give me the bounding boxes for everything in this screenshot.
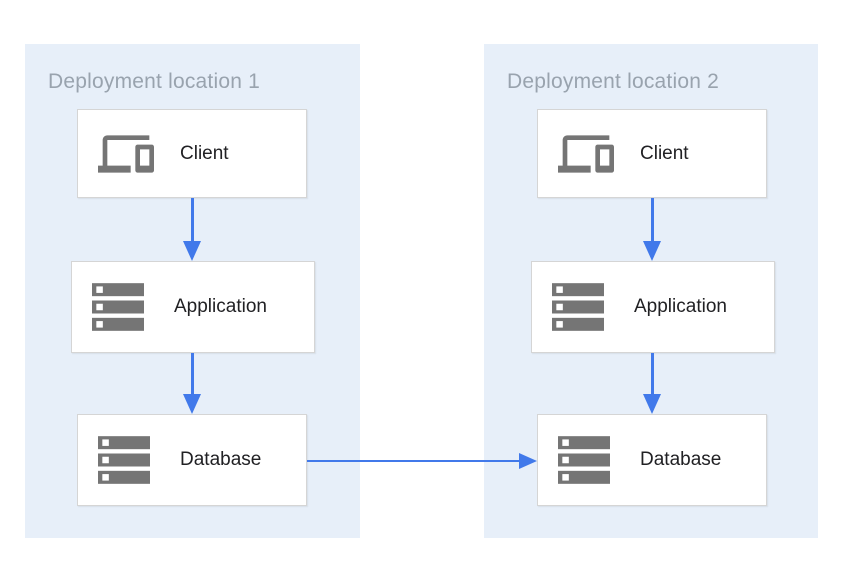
arrow-head-down-icon <box>643 241 661 261</box>
panel-title-location-2: Deployment location 2 <box>507 70 719 93</box>
node-location1-application: Application <box>71 261 315 353</box>
node-label: Database <box>180 449 262 470</box>
node-location2-application: Application <box>531 261 775 353</box>
node-label: Application <box>174 296 267 317</box>
arrow-location1-application-to-database <box>191 353 194 396</box>
server-stack-icon <box>92 283 148 331</box>
arrow-location1-client-to-application <box>191 198 194 243</box>
arrow-head-down-icon <box>183 241 201 261</box>
arrow-head-down-icon <box>183 394 201 414</box>
devices-icon <box>98 126 154 182</box>
node-label: Client <box>180 142 229 164</box>
node-location1-client: Client <box>77 109 307 198</box>
devices-icon <box>558 126 614 182</box>
node-label: Application <box>634 296 727 317</box>
panel-title-location-1: Deployment location 1 <box>48 70 260 93</box>
arrow-location2-application-to-database <box>651 353 654 396</box>
node-location1-database: Database <box>77 414 307 506</box>
server-stack-icon <box>98 436 154 484</box>
node-location2-client: Client <box>537 109 767 198</box>
server-stack-icon <box>552 283 608 331</box>
arrow-location2-client-to-application <box>651 198 654 243</box>
node-location2-database: Database <box>537 414 767 506</box>
arrow-head-down-icon <box>643 394 661 414</box>
node-label: Client <box>640 142 689 164</box>
server-stack-icon <box>558 436 614 484</box>
arrow-head-right-icon <box>519 453 537 469</box>
node-label: Database <box>640 449 722 470</box>
arrow-location1-database-to-location2-database <box>307 459 520 462</box>
